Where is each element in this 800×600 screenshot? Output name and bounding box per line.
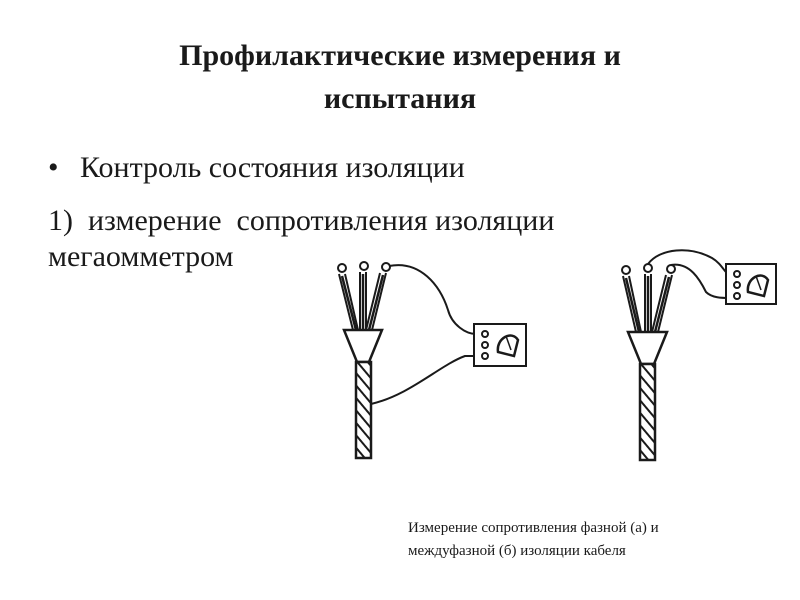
megohmmeter-left [473, 323, 527, 367]
gauge-icon [746, 274, 770, 298]
cable-left-sheath [354, 360, 373, 460]
cable-right [621, 249, 731, 462]
slide-title: Профилактические измерения и испытания [60, 34, 740, 120]
numbered-item: 1) измерение сопротивления изоляции мега… [48, 203, 554, 275]
cable-right-wire-bottom [670, 263, 731, 299]
cable-right-wire-top [647, 249, 731, 277]
numbered-item-line-1: 1) измерение сопротивления изоляции [48, 204, 555, 237]
cable-left-wire-top [388, 264, 477, 335]
title-line-2: испытания [323, 82, 477, 115]
bullet-item: • Контроль состояния изоляции [48, 150, 465, 186]
cable-right-funnel [626, 330, 669, 366]
figure-caption: Измерение сопротивления фазной (а) и меж… [408, 517, 768, 563]
cable-right-sheath [638, 362, 657, 462]
caption-line-1: Измерение сопротивления фазной (а) и [408, 520, 659, 536]
cable-right-terminals [621, 263, 676, 275]
cable-left-terminals [337, 261, 391, 273]
caption-line-2: междуфазной (б) изоляции кабеля [408, 543, 626, 559]
megohmmeter-right [725, 263, 777, 305]
bullet-icon: • [48, 151, 59, 184]
cable-left-wire-bottom [370, 355, 476, 405]
numbered-item-line-2: мегаомметром [48, 240, 234, 273]
cable-left-funnel [342, 328, 384, 364]
cable-right-conductors [622, 274, 673, 333]
cable-left-conductors [338, 272, 387, 331]
cable-left [337, 261, 477, 460]
title-line-1: Профилактические измерения и [179, 39, 621, 72]
bullet-text: Контроль состояния изоляции [80, 151, 465, 184]
gauge-icon [496, 334, 520, 358]
